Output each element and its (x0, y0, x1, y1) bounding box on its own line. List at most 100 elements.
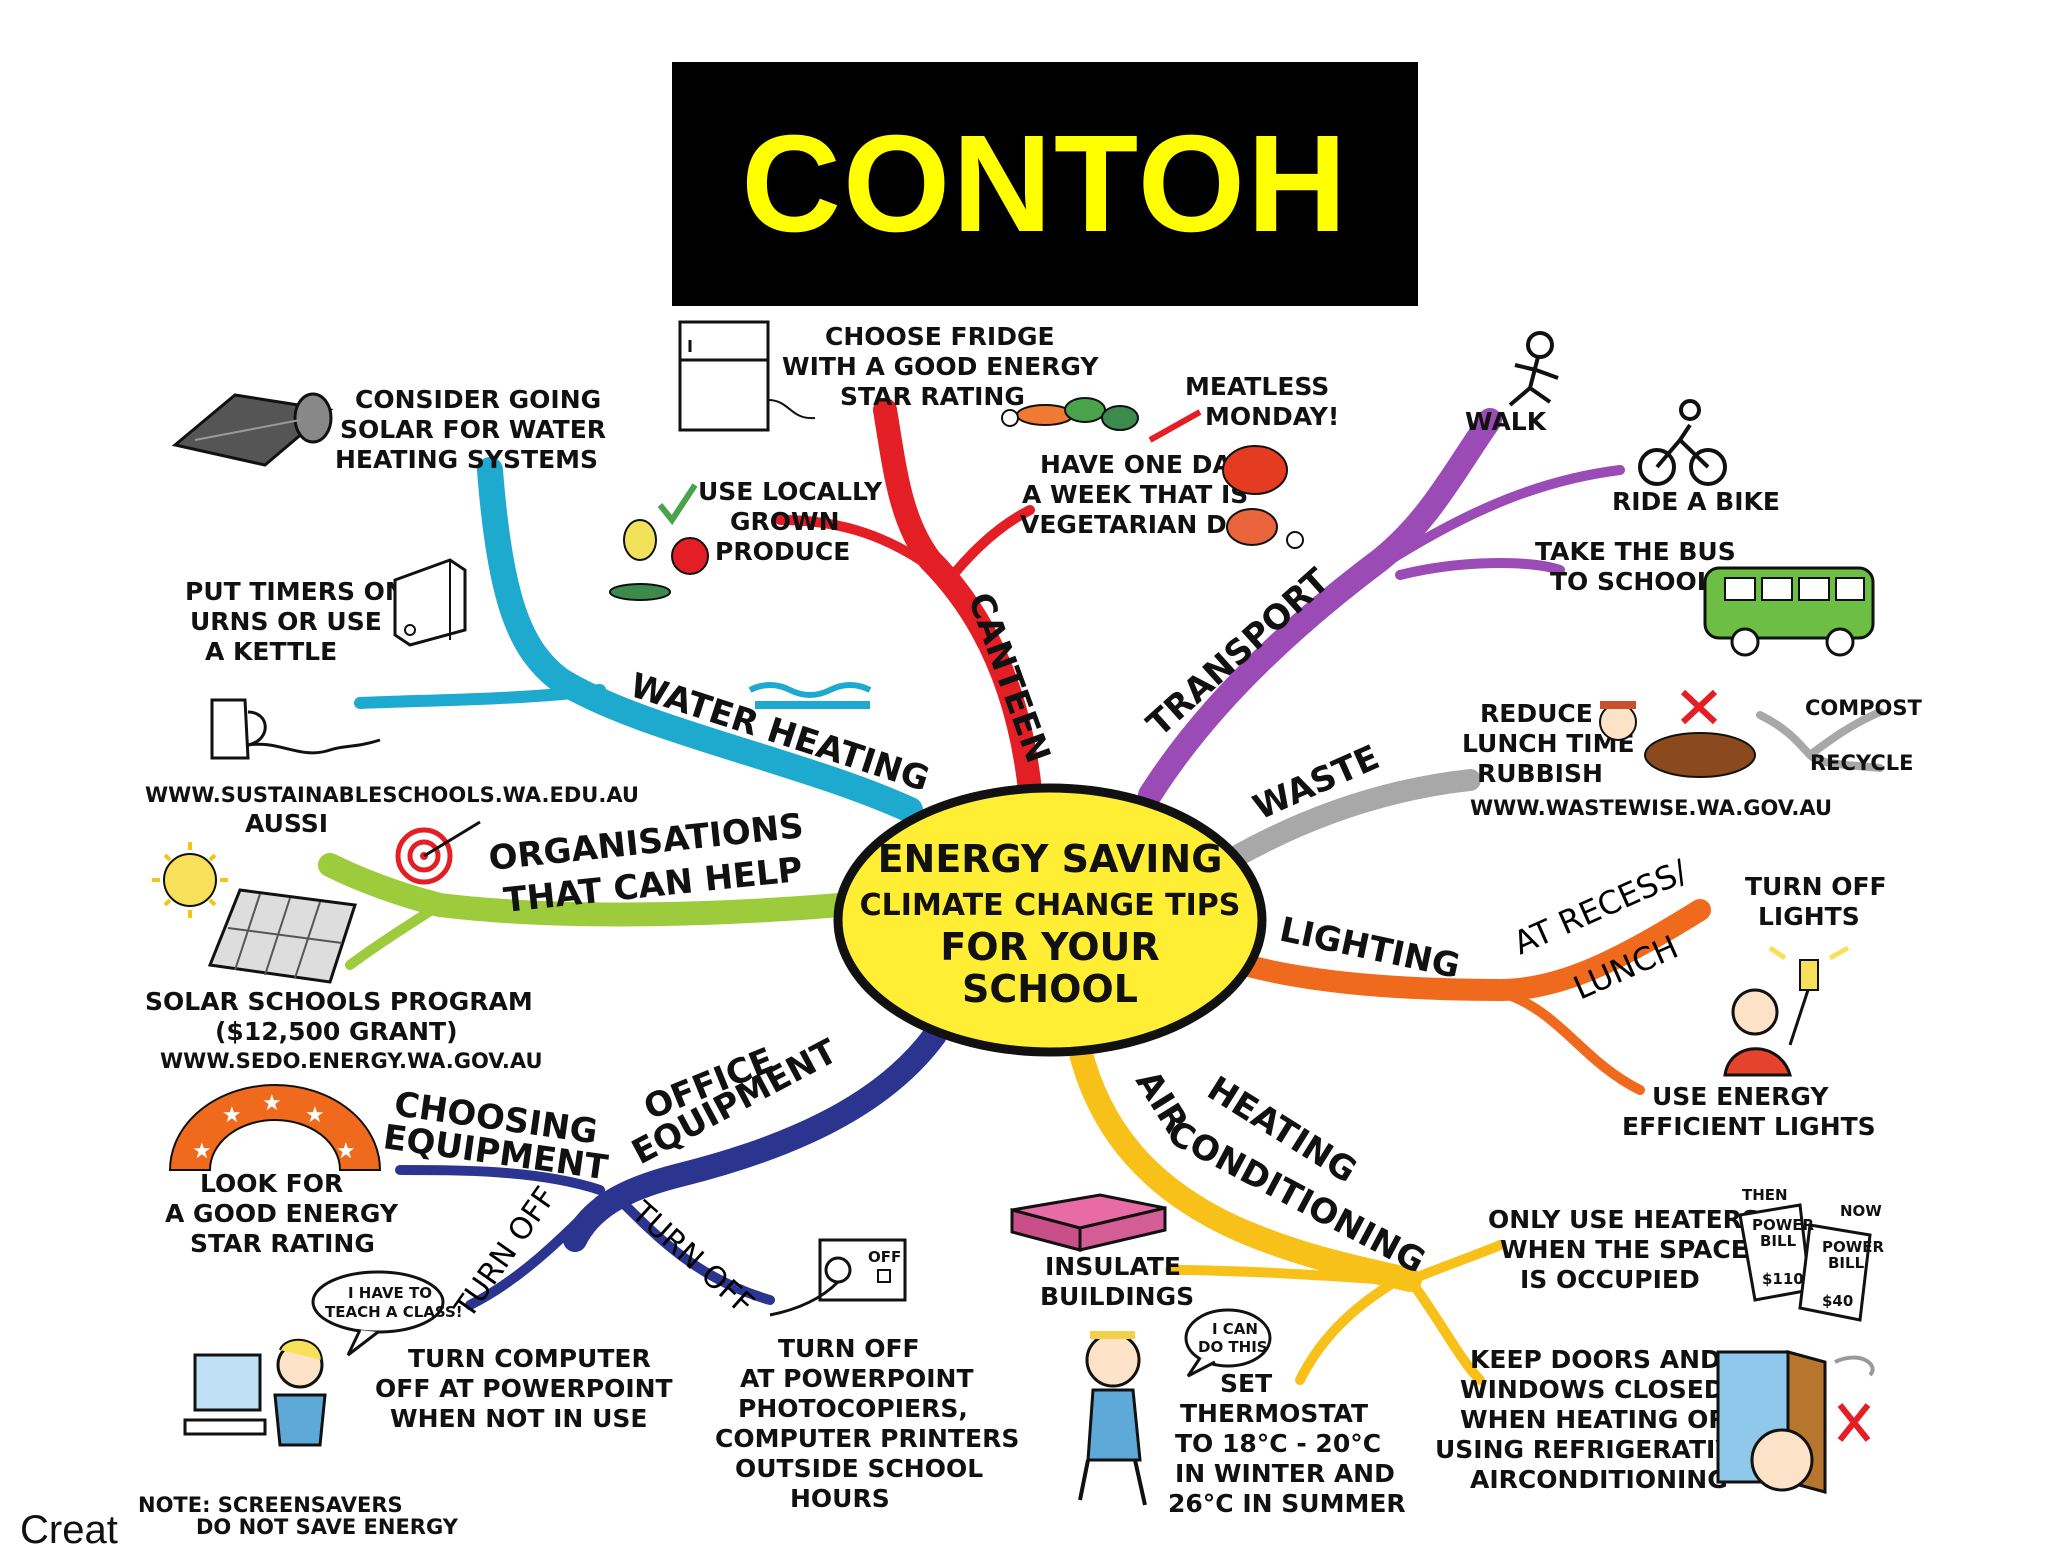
svg-text:PUT TIMERS ON: PUT TIMERS ON (185, 577, 406, 606)
branch-canteen (775, 398, 1042, 802)
svg-text:REDUCE: REDUCE (1480, 699, 1593, 728)
bus-icon (1703, 566, 1875, 657)
svg-text:POWER: POWER (1752, 1216, 1815, 1234)
svg-text:MONDAY!: MONDAY! (1205, 402, 1339, 431)
walk-icon (1508, 331, 1559, 407)
svg-text:$40: $40 (1822, 1292, 1853, 1310)
tip-efficient-lights: USE ENERGY EFFICIENT LIGHTS (1622, 1082, 1876, 1141)
svg-text:A KETTLE: A KETTLE (205, 637, 337, 666)
svg-text:STAR RATING: STAR RATING (190, 1229, 375, 1258)
svg-text:CONSIDER GOING: CONSIDER GOING (355, 385, 601, 414)
svg-text:WHEN NOT IN USE: WHEN NOT IN USE (390, 1404, 647, 1433)
insulation-icon (1010, 1193, 1167, 1252)
svg-text:STAR RATING: STAR RATING (840, 382, 1025, 411)
svg-text:DO THIS: DO THIS (1198, 1338, 1268, 1356)
tip-powerpoint: TURN OFF AT POWERPOINT PHOTOCOPIERS, COM… (715, 1334, 1019, 1513)
svg-text:OUTSIDE SCHOOL: OUTSIDE SCHOOL (735, 1454, 983, 1483)
branch-water (354, 457, 923, 823)
tip-veg-day: HAVE ONE DAY A WEEK THAT IS VEGETARIAN D… (1020, 450, 1263, 539)
svg-text:HAVE ONE DAY: HAVE ONE DAY (1040, 450, 1248, 479)
svg-text:VEGETARIAN DAY: VEGETARIAN DAY (1020, 510, 1263, 539)
svg-text:HEATING SYSTEMS: HEATING SYSTEMS (335, 445, 598, 474)
person-bulb-icon (1723, 945, 1850, 1077)
svg-text:A WEEK THAT IS: A WEEK THAT IS (1022, 480, 1248, 509)
svg-text:SOLAR SCHOOLS PROGRAM: SOLAR SCHOOLS PROGRAM (145, 987, 533, 1016)
solar-roll-icon (171, 392, 334, 467)
tip-sustainable: WWW.SUSTAINABLESCHOOLS.WA.EDU.AU (145, 783, 639, 807)
footer-fragment: Creat (20, 1508, 118, 1552)
svg-text:★: ★ (222, 1103, 242, 1128)
svg-text:I HAVE TO: I HAVE TO (348, 1284, 432, 1302)
svg-text:USE LOCALLY: USE LOCALLY (698, 477, 883, 506)
branch-transport (1138, 408, 1625, 807)
branch-office (395, 1023, 947, 1310)
svg-text:A GOOD ENERGY: A GOOD ENERGY (165, 1199, 399, 1228)
svg-text:★: ★ (336, 1139, 356, 1164)
sun-icon (152, 842, 228, 918)
tip-solar-water: CONSIDER GOING SOLAR FOR WATER HEATING S… (335, 385, 606, 474)
kettle-icon (210, 698, 381, 760)
center-line1: ENERGY SAVING (878, 837, 1223, 881)
tip-computer: TURN COMPUTER OFF AT POWERPOINT WHEN NOT… (375, 1344, 673, 1433)
tip-screensaver: NOTE: SCREENSAVERS DO NOT SAVE ENERGY (138, 1493, 459, 1536)
svg-text:$110: $110 (1762, 1270, 1804, 1288)
svg-text:SOLAR FOR WATER: SOLAR FOR WATER (340, 415, 606, 444)
label-canteen: CANTEEN (960, 587, 1058, 768)
urn-icon (393, 558, 467, 647)
label-turn-off-right: TURN OFF (624, 1194, 761, 1322)
label-lunch: LUNCH (1568, 928, 1684, 1007)
svg-text:OFF AT POWERPOINT: OFF AT POWERPOINT (375, 1374, 673, 1403)
tip-lights-off: TURN OFF LIGHTS (1745, 872, 1887, 931)
svg-text:BUILDINGS: BUILDINGS (1040, 1282, 1194, 1311)
svg-text:CHOOSE FRIDGE: CHOOSE FRIDGE (825, 322, 1055, 351)
tip-heaters: ONLY USE HEATERS WHEN THE SPACE IS OCCUP… (1488, 1205, 1760, 1294)
svg-text:KEEP DOORS AND: KEEP DOORS AND (1470, 1345, 1721, 1374)
branch-heating (1068, 1038, 1505, 1385)
svg-text:★: ★ (305, 1103, 325, 1128)
svg-text:26°C IN SUMMER: 26°C IN SUMMER (1168, 1489, 1406, 1518)
tip-fridge: CHOOSE FRIDGE WITH A GOOD ENERGY STAR RA… (782, 322, 1099, 411)
open-door-icon (1716, 1350, 1875, 1494)
svg-text:NOW: NOW (1840, 1202, 1882, 1220)
svg-text:URNS OR USE: URNS OR USE (190, 607, 382, 636)
tip-meatless: MEATLESS MONDAY! (1185, 372, 1339, 431)
svg-text:BILL: BILL (1828, 1254, 1865, 1272)
tip-doors: KEEP DOORS AND WINDOWS CLOSED WHEN HEATI… (1435, 1345, 1752, 1494)
svg-text:WITH A GOOD ENERGY: WITH A GOOD ENERGY (782, 352, 1099, 381)
tip-recycle: RECYCLE (1810, 751, 1914, 775)
svg-text:TO SCHOOL: TO SCHOOL (1550, 567, 1713, 596)
computer-icon (183, 1353, 267, 1436)
tip-compost: COMPOST (1805, 696, 1923, 720)
speech-teach: I HAVE TO TEACH A CLASS! (311, 1270, 463, 1357)
center-node: ENERGY SAVING CLIMATE CHANGE TIPS FOR YO… (833, 783, 1267, 1057)
svg-text:AT POWERPOINT: AT POWERPOINT (740, 1364, 974, 1393)
tip-bus: TAKE THE BUS TO SCHOOL (1535, 537, 1736, 596)
vegetables-icon (1001, 397, 1202, 443)
svg-text:WINDOWS CLOSED: WINDOWS CLOSED (1460, 1375, 1725, 1404)
power-switch-icon: OFF (769, 1238, 907, 1317)
target-icon (395, 820, 481, 885)
rubbish-icon (1599, 689, 1756, 778)
svg-text:INSULATE: INSULATE (1045, 1252, 1181, 1281)
svg-text:USE ENERGY: USE ENERGY (1652, 1082, 1829, 1111)
svg-text:AIRCONDITIONING: AIRCONDITIONING (1470, 1465, 1728, 1494)
produce-icon (609, 483, 709, 601)
center-line3: FOR YOUR (940, 925, 1159, 969)
tip-insulate: INSULATE BUILDINGS (1040, 1252, 1194, 1311)
svg-text:WHEN THE SPACE: WHEN THE SPACE (1500, 1235, 1748, 1264)
svg-text:DO NOT SAVE ENERGY: DO NOT SAVE ENERGY (196, 1515, 459, 1536)
svg-text:SET: SET (1220, 1369, 1272, 1398)
title-banner: CONTOH (672, 62, 1418, 306)
title-text: CONTOH (741, 106, 1349, 261)
tip-aussi: AUSSI (245, 809, 328, 838)
label-transport: TRANSPORT (1139, 560, 1338, 744)
svg-text:LIGHTS: LIGHTS (1758, 902, 1860, 931)
svg-text:IN WINTER AND: IN WINTER AND (1175, 1459, 1395, 1488)
svg-text:WHEN HEATING OR: WHEN HEATING OR (1460, 1405, 1728, 1434)
water-waves-icon (748, 682, 872, 709)
svg-text:($12,500 GRANT): ($12,500 GRANT) (215, 1017, 458, 1046)
svg-text:TURN OFF: TURN OFF (1745, 872, 1887, 901)
svg-text:★: ★ (192, 1139, 212, 1164)
star-rating-icon: ★ ★ ★ ★ ★ (168, 1084, 382, 1171)
